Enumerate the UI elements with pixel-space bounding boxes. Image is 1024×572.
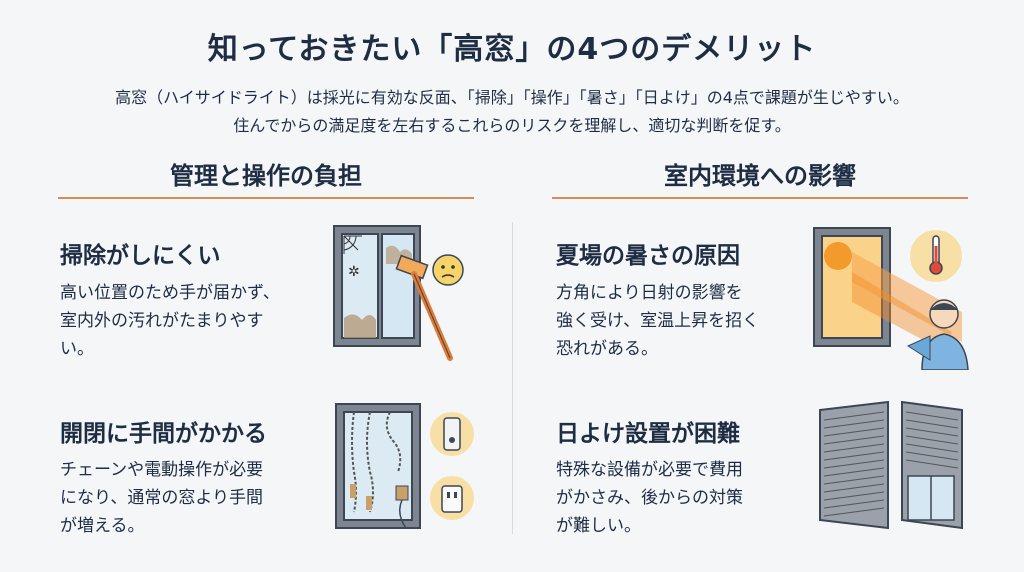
page-title: 知っておきたい「高窓」の4つのデメリット	[207, 32, 817, 67]
body-line: 強く受け、室温上昇を招く	[556, 311, 760, 331]
item-title-heat: 夏場の暑さの原因	[556, 243, 740, 269]
body-line: 恐れがある。	[556, 339, 658, 359]
item-title-cleaning: 掃除がしにくい	[60, 243, 221, 269]
body-line: になり、通常の窓より手間	[60, 488, 263, 508]
intro-text: 高窓（ハイサイドライト）は採光に有効な反面、「掃除」「操作」「暑さ」「日よけ」の…	[0, 84, 1024, 140]
body-line: が増える。	[60, 516, 145, 536]
item-title-shading: 日よけ設置が困難	[556, 421, 740, 447]
item-body-heat: 方角により日射の影響を 強く受け、室温上昇を招く 恐れがある。	[556, 279, 759, 363]
column-divider	[512, 222, 513, 534]
body-line: 特殊な設備が必要で費用	[556, 460, 743, 480]
column-rule-right	[552, 197, 968, 199]
body-line: 室内外の汚れがたまりやす	[60, 311, 264, 331]
sun-heat-window-icon	[812, 222, 972, 370]
item-body-shading: 特殊な設備が必要で費用 がかさみ、後からの対策 が難しい。	[556, 456, 743, 540]
column-heading-environment: 室内環境への影響	[664, 162, 856, 190]
item-body-operation: チェーンや電動操作が必要 になり、通常の窓より手間 が増える。	[60, 456, 263, 540]
body-line: が難しい。	[556, 516, 641, 536]
body-line: い。	[60, 339, 94, 359]
body-line: 高い位置のため手が届かず、	[60, 283, 280, 303]
column-heading-management: 管理と操作の負担	[170, 162, 362, 190]
item-body-cleaning: 高い位置のため手が届かず、 室内外の汚れがたまりやす い。	[60, 279, 280, 363]
intro-line-2: 住んでからの満足度を左右するこれらのリスクを理解し、適切な判断を促す。	[233, 116, 791, 135]
svg-text:✲: ✲	[348, 264, 360, 280]
blinds-window-icon	[818, 400, 968, 536]
chain-window-remote-icon	[330, 400, 480, 540]
dirty-window-cleaning-icon: ✲	[330, 218, 480, 368]
column-rule-left	[58, 197, 474, 199]
body-line: 方角により日射の影響を	[556, 283, 743, 303]
intro-line-1: 高窓（ハイサイドライト）は採光に有効な反面、「掃除」「操作」「暑さ」「日よけ」の…	[115, 88, 909, 107]
body-line: がかさみ、後からの対策	[556, 488, 743, 508]
body-line: チェーンや電動操作が必要	[60, 460, 264, 480]
item-title-operation: 開閉に手間がかかる	[60, 421, 267, 447]
